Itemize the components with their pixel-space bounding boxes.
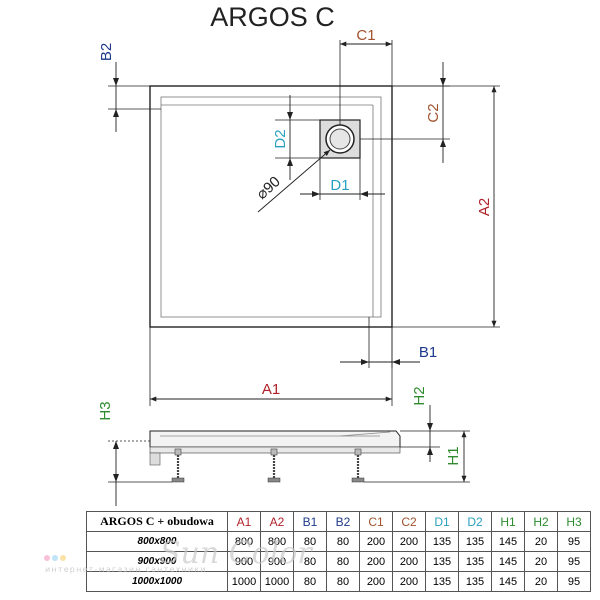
drain-inner-circle xyxy=(329,128,351,150)
watermark-logo: Sun Color xyxy=(160,536,312,571)
table-cell: 1000 xyxy=(227,571,261,592)
table-header-b2: B2 xyxy=(326,511,360,532)
diameter-label: ⌀90 xyxy=(253,173,283,203)
table-cell: 200 xyxy=(392,571,426,592)
tray-inner-outline xyxy=(160,96,382,318)
table-header-c2: C2 xyxy=(392,511,426,532)
table-header-row: ARGOS C + obudowa A1 A2 B1 B2 C1 C2 D1 D… xyxy=(86,511,591,532)
table-cell: 80 xyxy=(326,571,360,592)
d2-label: D2 xyxy=(272,129,289,148)
table-cell: 135 xyxy=(458,571,492,592)
b2-label: B2 xyxy=(98,43,115,61)
table-cell: 80 xyxy=(293,571,327,592)
table-cell: 135 xyxy=(425,531,459,552)
h2-label: H2 xyxy=(411,386,428,405)
side-view xyxy=(149,430,401,483)
table-cell: 135 xyxy=(458,531,492,552)
table-header-d1: D1 xyxy=(425,511,459,532)
table-cell: 800 xyxy=(260,531,294,552)
watermark: Sun Color интернет-магазин сантехники xyxy=(45,536,375,574)
table-cell: 20 xyxy=(524,551,558,572)
table-cell: 200 xyxy=(359,571,393,592)
table-cell: 900 xyxy=(260,551,294,572)
table-cell: 135 xyxy=(425,551,459,572)
table-header-a2: A2 xyxy=(260,511,294,532)
table-cell: 20 xyxy=(524,571,558,592)
table-row: 800x800 800 800 80 80 200 200 135 135 14… xyxy=(86,531,591,552)
diagram-title: ARGOS C xyxy=(210,2,335,32)
table-cell: 135 xyxy=(425,571,459,592)
table-header-c1: C1 xyxy=(359,511,393,532)
c2-label: C2 xyxy=(425,103,442,122)
table-cell: 1000 xyxy=(260,571,294,592)
table-header-model: ARGOS C + obudowa xyxy=(86,511,228,532)
d1-label: D1 xyxy=(330,177,349,194)
table-header-h3: H3 xyxy=(557,511,591,532)
technical-drawing: C1 C2 D2 D1 ⌀90 B2 A2 B1 A1 xyxy=(97,27,500,506)
table-cell-model: 1000x1000 xyxy=(86,571,228,592)
table-cell: 95 xyxy=(557,571,591,592)
b1-label: B1 xyxy=(419,344,437,361)
table-header-d2: D2 xyxy=(458,511,492,532)
table-cell: 200 xyxy=(392,531,426,552)
watermark-dots xyxy=(44,548,68,566)
table-row: 1000x1000 1000 1000 80 80 200 200 135 13… xyxy=(86,571,591,592)
table-cell: 95 xyxy=(557,551,591,572)
table-header-h1: H1 xyxy=(491,511,525,532)
table-header-b1: B1 xyxy=(293,511,327,532)
table-header-a1: A1 xyxy=(227,511,261,532)
table-cell: 200 xyxy=(392,551,426,572)
tray-outer-outline xyxy=(149,85,393,328)
table-cell: 145 xyxy=(491,571,525,592)
table-cell: 95 xyxy=(557,531,591,552)
table-cell: 135 xyxy=(458,551,492,572)
h1-label: H1 xyxy=(445,446,462,465)
table-cell: 20 xyxy=(524,531,558,552)
diameter-leader xyxy=(257,149,331,213)
a1-label: A1 xyxy=(262,381,280,398)
dimensions-table: ARGOS C + obudowa A1 A2 B1 B2 C1 C2 D1 D… xyxy=(86,511,591,592)
table-header-h2: H2 xyxy=(524,511,558,532)
a2-label: A2 xyxy=(476,198,493,216)
table-cell: 80 xyxy=(326,531,360,552)
table-cell: 80 xyxy=(326,551,360,572)
table-cell: 145 xyxy=(491,531,525,552)
c1-label: C1 xyxy=(356,27,375,44)
h3-label: H3 xyxy=(97,401,114,420)
table-row: 900x900 900 900 80 80 200 200 135 135 14… xyxy=(86,551,591,572)
table-cell: 145 xyxy=(491,551,525,572)
watermark-text: интернет-магазин сантехники xyxy=(45,565,207,574)
table-cell: 900 xyxy=(227,551,261,572)
